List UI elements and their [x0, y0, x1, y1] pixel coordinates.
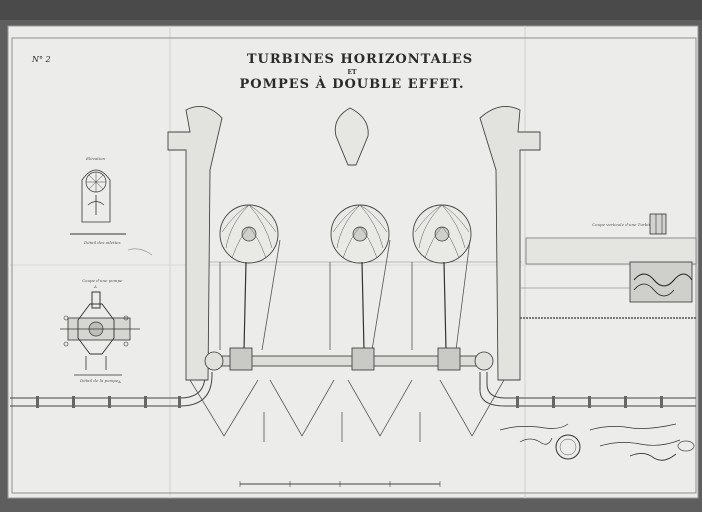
signatures-area: [499, 423, 695, 461]
title-line-1: TURBINES HORIZONTALES: [247, 52, 473, 67]
title-line-3: POMPES À DOUBLE EFFET.: [240, 76, 465, 92]
main-elevation: [10, 105, 696, 487]
svg-text:Détail des ailettes: Détail des ailettes: [83, 240, 121, 245]
svg-text:A: A: [93, 284, 97, 289]
seal-stamp: [555, 434, 581, 460]
pump-bodies: [204, 347, 494, 371]
svg-text:Elévation: Elévation: [85, 156, 106, 161]
svg-text:Détail de la pompe: Détail de la pompe: [79, 378, 119, 383]
svg-text:A: A: [117, 379, 121, 384]
detail-elevation: Elévation Détail des ailettes: [70, 156, 153, 256]
svg-text:Coupe d'une pompe: Coupe d'une pompe: [82, 278, 123, 283]
turbine-wheel-2: [330, 204, 390, 264]
title-line-2: ET: [347, 69, 357, 76]
detail-screw: Coupe verticale d'une Turbine: [520, 213, 697, 319]
turbine-wheel-1: [219, 204, 279, 264]
sheet-number: N° 2: [31, 55, 51, 64]
svg-text:Coupe verticale d'une Turbine: Coupe verticale d'une Turbine: [592, 222, 654, 227]
detail-pump-plan: Coupe d'une pompe A Détail de la pompe A: [60, 278, 140, 384]
turbine-wheel-3: [412, 204, 472, 264]
